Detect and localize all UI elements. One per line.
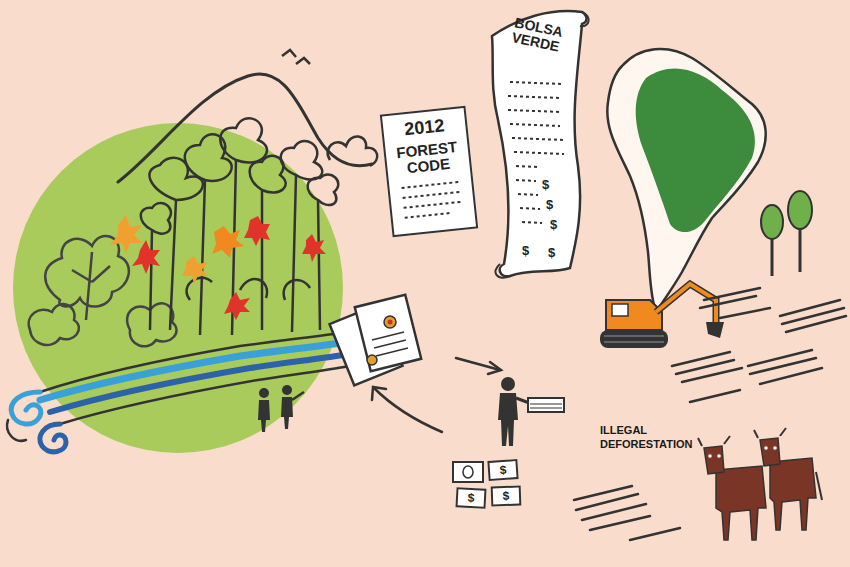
dollar-sign: $ [467,492,474,504]
money-bill: $ [455,487,486,509]
dollar-sign: $ [522,244,529,258]
dollar-sign: $ [548,246,555,260]
leafy-plants [29,236,177,346]
river [7,332,350,452]
coin-bill [453,462,483,482]
money-bill: $ [487,459,518,481]
money-bill: $ [491,485,522,506]
dollar-sign: $ [550,218,557,232]
certificates [330,295,422,386]
law-document: 2012FOREST CODE [380,106,478,237]
cloud-swirl [328,136,378,166]
caption-label: ILLEGAL DEFORESTATION [600,424,712,452]
payment-scroll: BOLSA VERDE$$$$$ [478,6,603,284]
forest-circle [13,123,343,453]
south-america-map [607,49,765,312]
dollar-sign: $ [502,490,509,502]
palm-trees [141,118,339,335]
excavator [600,284,724,348]
flowers [110,215,326,320]
dollar-sign: $ [546,198,553,212]
document-title: FOREST CODE [391,138,464,178]
flow-arrows [372,358,501,432]
dollar-sign: $ [542,178,549,192]
people [258,385,304,432]
dollar-sign: $ [499,464,507,476]
cattle [698,428,822,540]
remaining-trees [761,191,812,276]
birds [282,50,310,64]
cleared-ground [574,288,846,540]
document-lines [399,176,465,226]
document-year: 2012 [403,116,445,140]
person-with-money [498,377,564,446]
